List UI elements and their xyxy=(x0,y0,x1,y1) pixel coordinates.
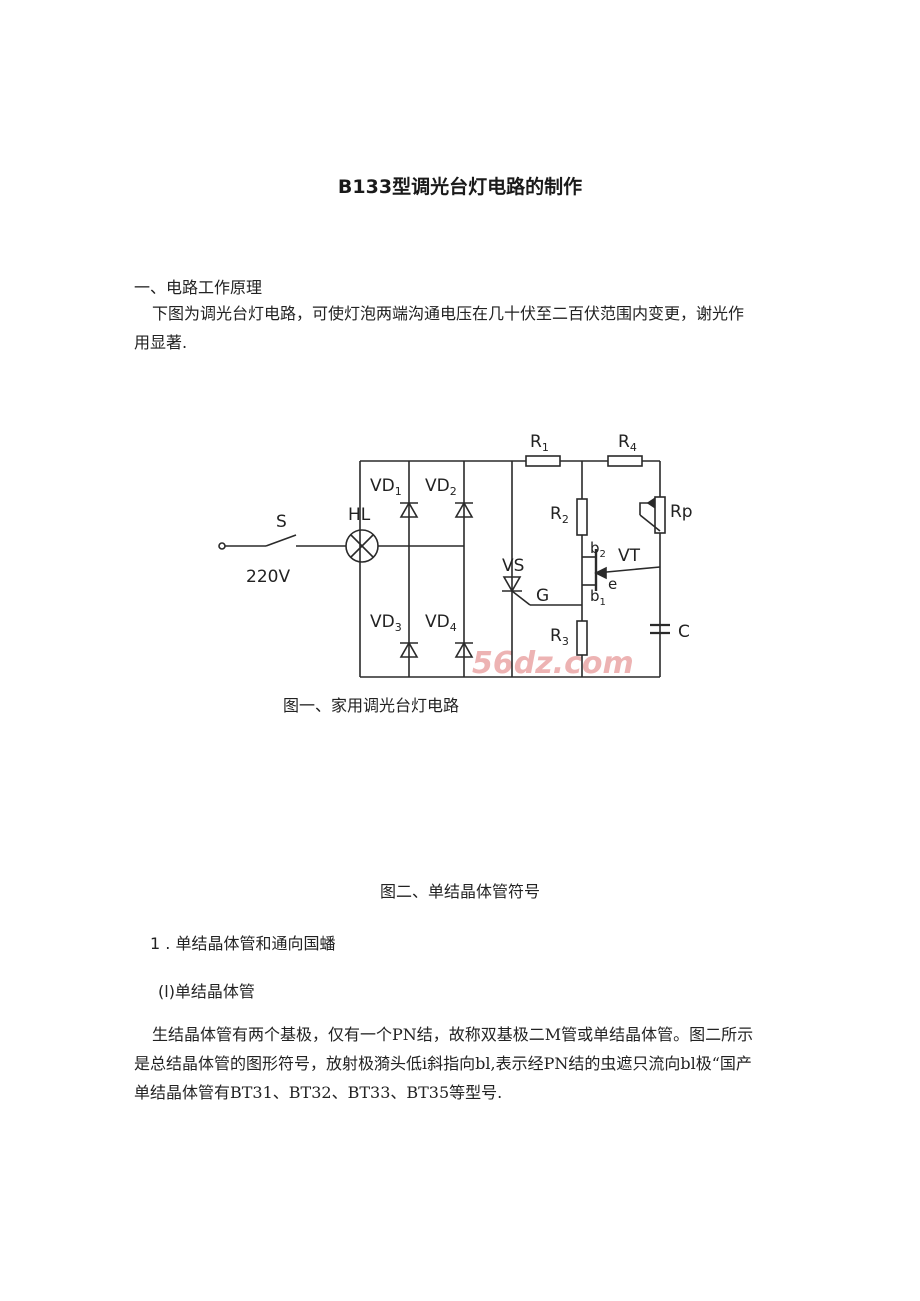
intro-line-1: 下图为调光台灯电路，可使灯泡两端沟通电压在几十伏至二百伏范围内变更，谢光作 xyxy=(134,299,794,328)
body-line-3: 单结晶体管有BT31、BT32、BT33、BT35等型号. xyxy=(134,1083,503,1102)
resistor-r4 xyxy=(607,455,643,467)
resistor-r2 xyxy=(576,498,588,536)
body-line-2: 是总结晶体管的图形符号，放射极漪头低i斜指向bl,表示经PN结的虫遮只流向bl极… xyxy=(134,1054,752,1073)
dimmer-circuit-diagram: 56dz.com xyxy=(218,432,693,681)
emitter-arrow xyxy=(594,566,607,580)
label-c: C xyxy=(678,622,690,642)
intro-paragraph: 下图为调光台灯电路，可使灯泡两端沟通电压在几十伏至二百伏范围内变更，谢光作 用显… xyxy=(134,299,794,357)
scr-vs xyxy=(502,576,531,606)
label-e: e xyxy=(608,575,617,593)
diode-vd3 xyxy=(399,641,419,658)
label-vd4: VD4 xyxy=(425,612,457,634)
diode-vd2 xyxy=(454,501,474,518)
label-vt: VT xyxy=(618,546,641,566)
label-r1: R1 xyxy=(530,432,549,454)
label-vd3: VD3 xyxy=(370,612,402,634)
label-r2: R2 xyxy=(550,504,569,526)
label-b1: b1 xyxy=(590,587,606,608)
intro-line-2: 用显著. xyxy=(134,333,188,352)
lamp-cross xyxy=(350,534,374,558)
section-heading: 一、电路工作原理 xyxy=(134,278,263,297)
figure-1-caption: 图一、家用调光台灯电路 xyxy=(283,696,460,715)
switch-blade xyxy=(265,534,297,547)
document-title: B133型调光台灯电路的制作 xyxy=(337,176,583,198)
input-terminal xyxy=(218,542,226,550)
diode-vd1 xyxy=(399,501,419,518)
subsubsection-heading: (l)单结晶体管 xyxy=(158,982,255,1001)
wire xyxy=(639,514,661,532)
watermark-text: 56dz.com xyxy=(472,646,634,681)
label-hl: HL xyxy=(348,505,371,525)
label-b2: b2 xyxy=(590,539,606,560)
body-line-1: 生结晶体管有两个基极，仅有一个PN结，故称双基极二M管或单结晶体管。图二所示 xyxy=(134,1020,794,1049)
label-g: G xyxy=(536,586,549,606)
subsection-heading: 1 . 单结晶体管和通向国蟠 xyxy=(150,934,336,953)
label-r4: R4 xyxy=(618,432,637,454)
intro-line-1-text: 下图为调光台灯电路，可使灯泡两端沟通电压在几十伏至二百伏范围内变更，谢光作 xyxy=(152,304,745,323)
label-vs: VS xyxy=(502,556,524,576)
potentiometer-rp xyxy=(654,496,666,534)
resistor-r1 xyxy=(525,455,561,467)
label-220v: 220V xyxy=(246,567,290,587)
label-vd1: VD1 xyxy=(370,476,402,498)
label-vd2: VD2 xyxy=(425,476,457,498)
label-rp: Rp xyxy=(670,502,693,522)
body-paragraph: 生结晶体管有两个基极，仅有一个PN结，故称双基极二M管或单结晶体管。图二所示 是… xyxy=(134,1020,794,1107)
rp-arrow xyxy=(646,497,655,509)
diode-vd4 xyxy=(454,641,474,658)
figure-2-caption: 图二、单结晶体管符号 xyxy=(379,882,540,901)
body-line-1-text: 生结晶体管有两个基极，仅有一个PN结，故称双基极二M管或单结晶体管。图二所示 xyxy=(152,1025,754,1044)
label-s: S xyxy=(276,512,287,532)
label-r3: R3 xyxy=(550,626,569,648)
resistor-r3 xyxy=(576,620,588,656)
